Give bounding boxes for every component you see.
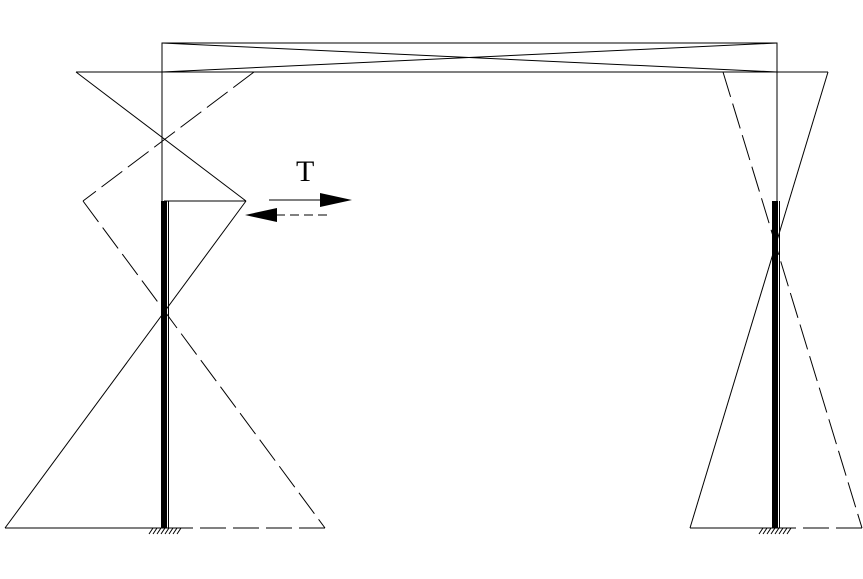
right-column (772, 201, 778, 528)
frame-structure (161, 42, 778, 202)
force-arrow-left (245, 208, 328, 222)
left-fixed-support (148, 527, 182, 535)
moment-diagram-solid (4, 71, 829, 529)
force-arrow-right (269, 193, 352, 207)
beam-outline (161, 42, 778, 73)
force-arrows (245, 193, 352, 222)
beam-brace-diagonal-2 (161, 42, 778, 73)
columns (161, 201, 778, 528)
force-label: T (296, 155, 314, 188)
left-column (161, 201, 167, 528)
moment-diagram-dashed (82, 71, 863, 529)
right-fixed-support (758, 527, 792, 535)
